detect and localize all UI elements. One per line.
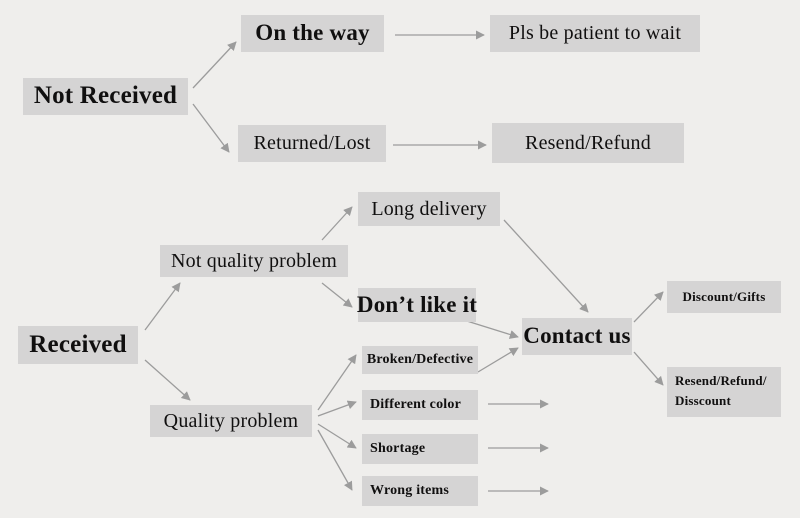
node-line: Resend/Refund/	[675, 373, 767, 388]
edge-arrow	[317, 400, 357, 417]
node-resend-refund-disscount[interactable]: Resend/Refund/Disscount	[667, 367, 781, 417]
edge-arrow	[477, 347, 519, 373]
node-broken-defective[interactable]: Broken/Defective	[362, 346, 478, 374]
node-wrong-items[interactable]: Wrong items	[362, 476, 478, 506]
node-pls-be-patient[interactable]: Pls be patient to wait	[490, 15, 700, 52]
edge-arrow	[317, 429, 353, 491]
node-returned-lost[interactable]: Returned/Lost	[238, 125, 386, 162]
edge-arrow	[503, 219, 589, 313]
node-different-color[interactable]: Different color	[362, 390, 478, 420]
edge-arrow	[192, 41, 237, 89]
edge-arrow	[192, 103, 230, 153]
edge-arrow	[317, 423, 357, 449]
node-long-delivery[interactable]: Long delivery	[358, 192, 500, 226]
edge-arrow	[321, 206, 353, 241]
node-on-the-way[interactable]: On the way	[241, 15, 384, 52]
node-not-quality[interactable]: Not quality problem	[160, 245, 348, 277]
node-line: Disscount	[675, 393, 731, 409]
node-discount-gifts[interactable]: Discount/Gifts	[667, 281, 781, 313]
node-quality[interactable]: Quality problem	[150, 405, 312, 437]
edge-arrow	[144, 282, 181, 331]
edge-arrow	[317, 354, 357, 411]
node-dont-like-it[interactable]: Don’t like it	[357, 288, 477, 322]
node-not-received[interactable]: Not Received	[23, 78, 188, 115]
node-received[interactable]: Received	[18, 326, 138, 364]
edge-arrow	[321, 282, 353, 308]
edge-arrow	[633, 351, 664, 386]
edge-arrow	[633, 291, 664, 323]
node-shortage[interactable]: Shortage	[362, 434, 478, 464]
node-contact-us[interactable]: Contact us	[522, 318, 632, 355]
node-resend-refund[interactable]: Resend/Refund	[492, 123, 684, 163]
edge-arrow	[144, 359, 191, 401]
